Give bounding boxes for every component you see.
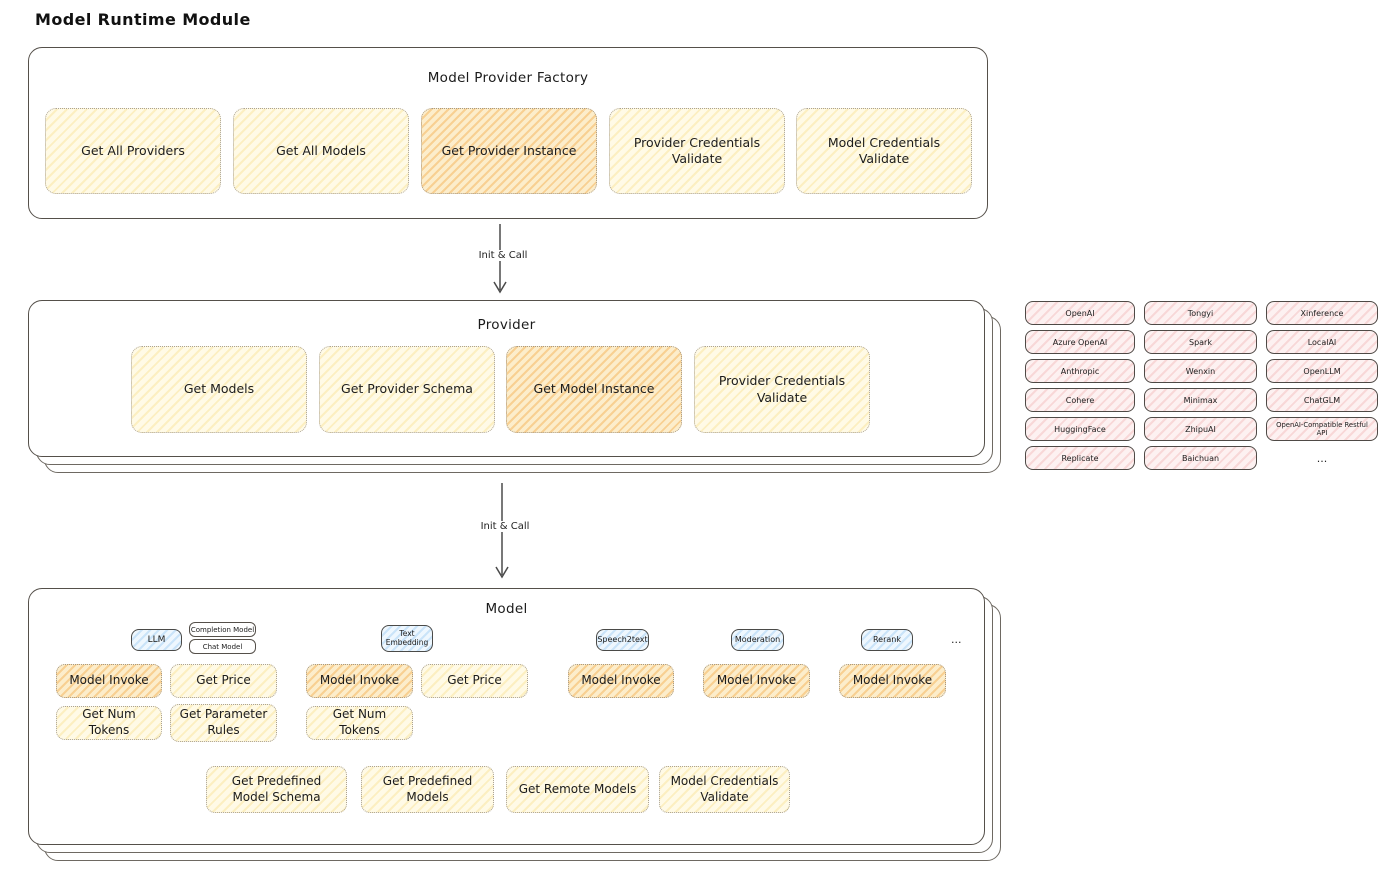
provider-list: OpenAI Tongyi Xinference Azure OpenAI Sp… [1025, 301, 1378, 470]
get-predefined-model-schema-button[interactable]: Get Predefined Model Schema [206, 766, 347, 813]
llm-get-parameter-rules-button[interactable]: Get Parameter Rules [170, 704, 277, 742]
llm-get-price-button[interactable]: Get Price [170, 664, 277, 698]
provider-cell-openai-compatible-restful-api[interactable]: OpenAI-Compatible Restful API [1266, 417, 1378, 441]
provider-title: Provider [477, 317, 536, 333]
text-embedding-get-price-button[interactable]: Get Price [421, 664, 528, 698]
rerank-model-invoke-button[interactable]: Model Invoke [839, 664, 946, 698]
provider-get-models-button[interactable]: Get Models [131, 346, 307, 433]
factory-frame[interactable]: Model Provider Factory Get All Providers… [28, 47, 988, 219]
tab-llm[interactable]: LLM [131, 629, 182, 651]
init-call-arrow-2 [495, 483, 509, 579]
provider-get-provider-schema-button[interactable]: Get Provider Schema [319, 346, 495, 433]
model-frame[interactable]: Model LLM Completion Model Chat Model Te… [28, 588, 985, 845]
provider-cell-openllm[interactable]: OpenLLM [1266, 359, 1378, 383]
page-title: Model Runtime Module [35, 10, 251, 29]
factory-get-all-providers-button[interactable]: Get All Providers [45, 108, 221, 194]
provider-cell-azure-openai[interactable]: Azure OpenAI [1025, 330, 1135, 354]
provider-cell-baichuan[interactable]: Baichuan [1144, 446, 1257, 470]
tab-completion-model[interactable]: Completion Model [189, 622, 256, 637]
factory-provider-credentials-validate-button[interactable]: Provider Credentials Validate [609, 108, 785, 194]
provider-cell-huggingface[interactable]: HuggingFace [1025, 417, 1135, 441]
model-credentials-validate-button[interactable]: Model Credentials Validate [659, 766, 790, 813]
provider-frame[interactable]: Provider Get Models Get Provider Schema … [28, 300, 985, 457]
factory-get-provider-instance-button[interactable]: Get Provider Instance [421, 108, 597, 194]
get-predefined-models-button[interactable]: Get Predefined Models [361, 766, 494, 813]
init-call-label-1: Init & Call [468, 250, 538, 261]
provider-cell-localai[interactable]: LocalAI [1266, 330, 1378, 354]
init-call-label-2: Init & Call [470, 521, 540, 532]
factory-title: Model Provider Factory [427, 70, 589, 86]
provider-cell-chatglm[interactable]: ChatGLM [1266, 388, 1378, 412]
provider-cell-openai[interactable]: OpenAI [1025, 301, 1135, 325]
provider-get-model-instance-button[interactable]: Get Model Instance [506, 346, 682, 433]
get-remote-models-button[interactable]: Get Remote Models [506, 766, 649, 813]
tab-moderation[interactable]: Moderation [731, 629, 784, 651]
moderation-model-invoke-button[interactable]: Model Invoke [703, 664, 810, 698]
provider-cell-tongyi[interactable]: Tongyi [1144, 301, 1257, 325]
provider-cell-anthropic[interactable]: Anthropic [1025, 359, 1135, 383]
factory-get-all-models-button[interactable]: Get All Models [233, 108, 409, 194]
model-title: Model [485, 601, 528, 617]
text-embedding-get-num-tokens-button[interactable]: Get Num Tokens [306, 706, 413, 740]
tabs-more-indicator: ... [951, 633, 962, 646]
provider-cell-xinference[interactable]: Xinference [1266, 301, 1378, 325]
tab-rerank[interactable]: Rerank [861, 629, 913, 651]
provider-cell-spark[interactable]: Spark [1144, 330, 1257, 354]
provider-cell-minimax[interactable]: Minimax [1144, 388, 1257, 412]
text-embedding-model-invoke-button[interactable]: Model Invoke [306, 664, 413, 698]
factory-model-credentials-validate-button[interactable]: Model Credentials Validate [796, 108, 972, 194]
provider-list-more-indicator: ... [1316, 451, 1328, 465]
provider-cell-replicate[interactable]: Replicate [1025, 446, 1135, 470]
provider-cell-zhipuai[interactable]: ZhipuAI [1144, 417, 1257, 441]
tab-speech2text[interactable]: Speech2text [596, 629, 649, 651]
provider-cell-cohere[interactable]: Cohere [1025, 388, 1135, 412]
init-call-arrow-1 [493, 224, 507, 294]
tab-chat-model[interactable]: Chat Model [189, 639, 256, 654]
tab-text-embedding[interactable]: Text Embedding [381, 625, 433, 652]
speech2text-model-invoke-button[interactable]: Model Invoke [568, 664, 674, 698]
llm-model-invoke-button[interactable]: Model Invoke [56, 664, 162, 698]
provider-provider-credentials-validate-button[interactable]: Provider Credentials Validate [694, 346, 870, 433]
provider-cell-wenxin[interactable]: Wenxin [1144, 359, 1257, 383]
llm-get-num-tokens-button[interactable]: Get Num Tokens [56, 706, 162, 740]
